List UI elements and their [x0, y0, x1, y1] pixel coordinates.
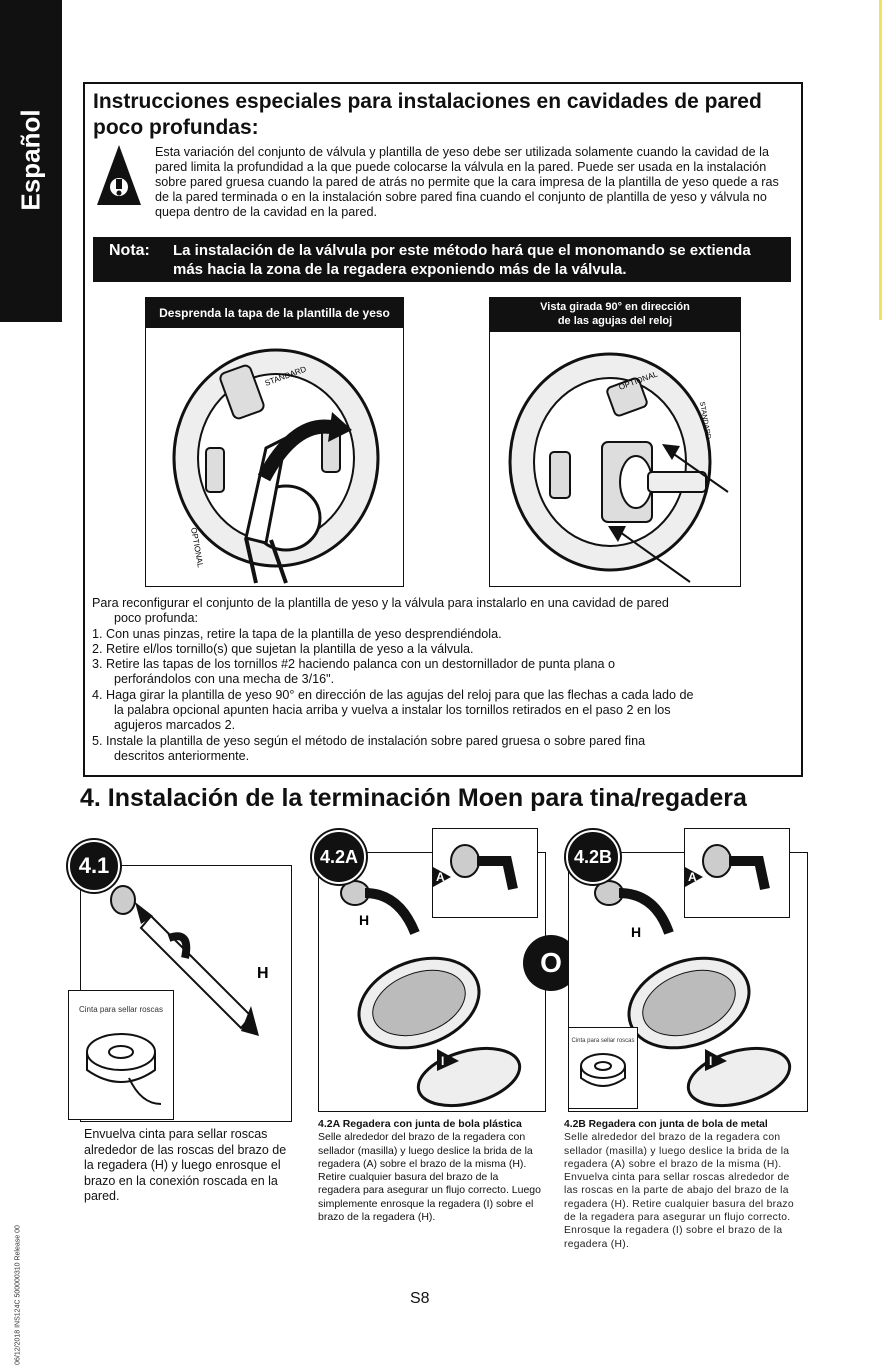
badge-4-2a: 4.2A: [312, 830, 366, 884]
special-instructions-title: Instrucciones especiales para instalacio…: [93, 90, 762, 139]
label-h-4-2b: H: [631, 924, 641, 940]
shower-arm-illustration: H: [110, 885, 269, 1036]
plastic-ball-showerhead-illustration: H I: [340, 880, 522, 1107]
flange-detail-4-2b-illustration: A: [685, 844, 770, 891]
label-i-4-2b: I: [709, 1054, 712, 1068]
margin-code-text: 06/12/2018 INS124C 500000310 Release 00: [14, 1225, 22, 1365]
margin-code: 06/12/2018 INS124C 500000310 Release 00: [2, 1225, 38, 1365]
special-instructions-box: [83, 82, 803, 777]
reconfigure-steps: Para reconfigurar el conjunto de la plan…: [92, 596, 792, 764]
step-1: 1. Con unas pinzas, retire la tapa de la…: [92, 626, 502, 641]
caption-4-2b-text: Selle alrededor del brazo de la regadera…: [564, 1132, 794, 1250]
steps-intro-2: poco profunda:: [114, 611, 199, 626]
label-a-4-2b: A: [688, 870, 697, 884]
inset-thread-tape-4-1: Cinta para sellar roscas: [68, 990, 174, 1120]
inset-thread-tape-4-2b-label: Cinta para sellar roscas: [571, 1038, 635, 1044]
step-5a: 5. Instale la plantilla de yeso según el…: [92, 733, 646, 748]
caption-4-2b-title: 4.2B Regadera con junta de bola de metal: [564, 1119, 768, 1130]
note-text: La instalación de la válvula por este mé…: [173, 242, 751, 278]
caption-4-1: Envuelva cinta para sellar roscas alrede…: [84, 1127, 287, 1203]
label-h-4-2a: H: [359, 912, 369, 928]
step-3b: perforándolos con una mecha de 3/16".: [114, 672, 335, 687]
warning-text: Esta variación del conjunto de válvula y…: [155, 145, 779, 219]
note-banner: Nota: La instalación de la válvula por e…: [93, 237, 791, 282]
caption-4-2a-title: 4.2A Regadera con junta de bola plástica: [318, 1118, 522, 1130]
inset-thread-tape-label: Cinta para sellar roscas: [78, 1005, 164, 1014]
figure-rotated-view: Vista girada 90° en dirección de las agu…: [489, 297, 741, 587]
step-3a: 3. Retire las tapas de los tornillos #2 …: [92, 657, 615, 672]
rotated-view-header-line1: Vista girada 90° en dirección: [540, 301, 690, 313]
edge-marker: [879, 0, 882, 320]
rotated-view-header-line2: de las agujas del reloj: [557, 315, 673, 327]
step-2: 2. Retire el/los tornillo(s) que sujetan…: [92, 641, 474, 656]
note-label: Nota:: [109, 242, 150, 259]
metal-ball-showerhead-illustration: H I: [594, 880, 792, 1107]
step-4a: 4. Haga girar la plantilla de yeso 90° e…: [92, 687, 694, 702]
caption-4-2a-text: Selle alrededor del brazo de la regadera…: [318, 1131, 541, 1224]
flange-detail-illustration: A: [433, 844, 518, 891]
steps-intro-1: Para reconfigurar el conjunto de la plan…: [92, 596, 669, 610]
figure-remove-cap-header: Desprenda la tapa de la plantilla de yes…: [146, 298, 403, 328]
caption-4-2b: 4.2B Regadera con junta de bola de metal…: [564, 1118, 796, 1251]
label-a-4-2a: A: [436, 870, 445, 884]
section-4-heading: 4. Instalación de la terminación Moen pa…: [80, 784, 747, 812]
rotated-valve-illustration: OPTIONAL STANDARD: [508, 352, 729, 583]
step-4b: la palabra opcional apunten hacia arriba…: [114, 703, 671, 718]
warning-icon: [97, 145, 141, 205]
plaster-guard-pliers-illustration: STANDARD OPTIONAL: [172, 348, 380, 584]
caption-4-2a: 4.2A Regadera con junta de bola plástica…: [318, 1118, 543, 1224]
badge-4-2b: 4.2B: [566, 830, 620, 884]
thread-tape-roll-icon: [86, 1033, 162, 1105]
figure-remove-cap: Desprenda la tapa de la plantilla de yes…: [145, 297, 404, 587]
language-tab-label: Español: [15, 109, 46, 211]
page-number: S8: [410, 1290, 430, 1307]
inset-thread-tape-4-2b: Cinta para sellar roscas: [568, 1027, 638, 1109]
step-5b: descritos anteriormente.: [114, 748, 250, 763]
figure-rotated-view-header: Vista girada 90° en dirección de las agu…: [490, 298, 740, 332]
badge-4-1: 4.1: [68, 840, 120, 892]
inset-flange-4-2b: A: [684, 828, 790, 918]
thread-tape-roll-small-icon: [580, 1053, 626, 1087]
step-4c: agujeros marcados 2.: [114, 718, 236, 733]
label-h: H: [257, 965, 269, 982]
language-side-tab: Español: [0, 0, 62, 322]
label-i-4-2a: I: [441, 1054, 444, 1068]
inset-flange-4-2a: A: [432, 828, 538, 918]
